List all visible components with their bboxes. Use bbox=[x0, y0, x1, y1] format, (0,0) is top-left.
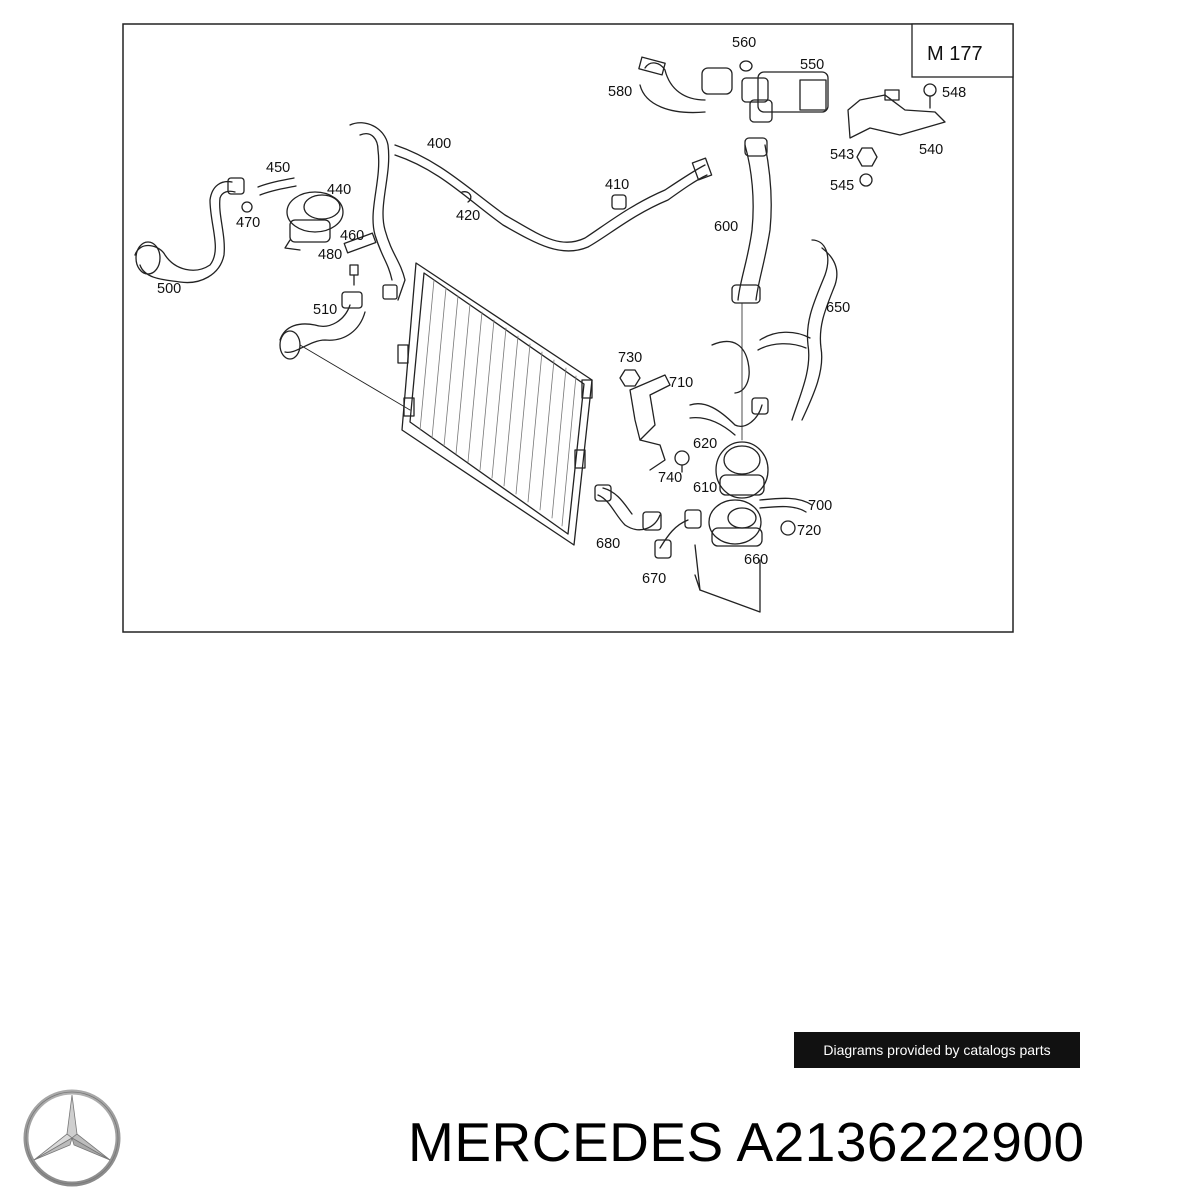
label-450: 450 bbox=[266, 160, 290, 176]
bolt-720 bbox=[780, 520, 796, 536]
label-740: 740 bbox=[658, 470, 682, 486]
label-650: 650 bbox=[826, 300, 850, 316]
hose-500 bbox=[134, 177, 245, 284]
bolt-740 bbox=[674, 450, 690, 473]
radiator bbox=[397, 262, 593, 546]
pump-610 bbox=[715, 441, 769, 499]
label-500: 500 bbox=[157, 281, 181, 297]
hose-670 bbox=[654, 509, 702, 559]
brand-name: MERCEDES bbox=[408, 1111, 724, 1173]
seal-560 bbox=[739, 60, 753, 72]
clip-420 bbox=[461, 191, 472, 203]
bolt-480 bbox=[349, 264, 359, 286]
hose-650 bbox=[711, 239, 838, 421]
label-560: 560 bbox=[732, 35, 756, 51]
label-610: 610 bbox=[693, 480, 717, 496]
pump-440 bbox=[284, 191, 377, 254]
label-545: 545 bbox=[830, 178, 854, 194]
part-number: A2136222900 bbox=[736, 1111, 1085, 1173]
credit-banner: Diagrams provided by catalogs parts bbox=[794, 1032, 1080, 1068]
credit-text: Diagrams provided by catalogs parts bbox=[823, 1042, 1051, 1058]
label-420: 420 bbox=[456, 208, 480, 224]
hose-510 bbox=[279, 284, 398, 360]
label-550: 550 bbox=[800, 57, 824, 73]
nut-543 bbox=[856, 147, 878, 167]
bracket-540 bbox=[847, 89, 946, 139]
label-548: 548 bbox=[942, 85, 966, 101]
label-460: 460 bbox=[340, 228, 364, 244]
label-410: 410 bbox=[605, 177, 629, 193]
diagram-border bbox=[122, 23, 1014, 633]
label-660: 660 bbox=[744, 552, 768, 568]
hose-680 bbox=[594, 484, 662, 531]
label-680: 680 bbox=[596, 536, 620, 552]
pipe-700 bbox=[759, 497, 813, 513]
hose-400 bbox=[349, 122, 713, 301]
nut-730 bbox=[619, 369, 641, 387]
leader-line-510 bbox=[299, 344, 411, 411]
hose-600 bbox=[731, 137, 772, 441]
label-400: 400 bbox=[427, 136, 451, 152]
label-580: 580 bbox=[608, 84, 632, 100]
engine-code-label: M 177 bbox=[927, 43, 983, 65]
hose-580 bbox=[638, 56, 733, 114]
label-510: 510 bbox=[313, 302, 337, 318]
label-670: 670 bbox=[642, 571, 666, 587]
bracket-710 bbox=[629, 374, 671, 471]
pump-660 bbox=[694, 499, 763, 613]
hose-620 bbox=[689, 397, 769, 436]
label-480: 480 bbox=[318, 247, 342, 263]
part-labels: 560 550 580 548 400 450 440 543 540 545 … bbox=[157, 35, 966, 587]
mercedes-star-icon bbox=[23, 1089, 121, 1187]
label-620: 620 bbox=[693, 436, 717, 452]
washer-545 bbox=[859, 173, 873, 187]
label-543: 543 bbox=[830, 147, 854, 163]
clip-470 bbox=[241, 201, 253, 213]
bolt-548 bbox=[923, 83, 937, 109]
label-600: 600 bbox=[714, 219, 738, 235]
label-720: 720 bbox=[797, 523, 821, 539]
label-710: 710 bbox=[669, 375, 693, 391]
holder-410 bbox=[611, 194, 627, 210]
label-700: 700 bbox=[808, 498, 832, 514]
label-440: 440 bbox=[327, 182, 351, 198]
label-470: 470 bbox=[236, 215, 260, 231]
label-540: 540 bbox=[919, 142, 943, 158]
engine-code-box bbox=[911, 23, 1014, 78]
brand-title: MERCEDES A2136222900 bbox=[408, 1110, 1085, 1174]
hose-450 bbox=[257, 177, 297, 196]
label-730: 730 bbox=[618, 350, 642, 366]
thermostat-550 bbox=[741, 71, 829, 123]
